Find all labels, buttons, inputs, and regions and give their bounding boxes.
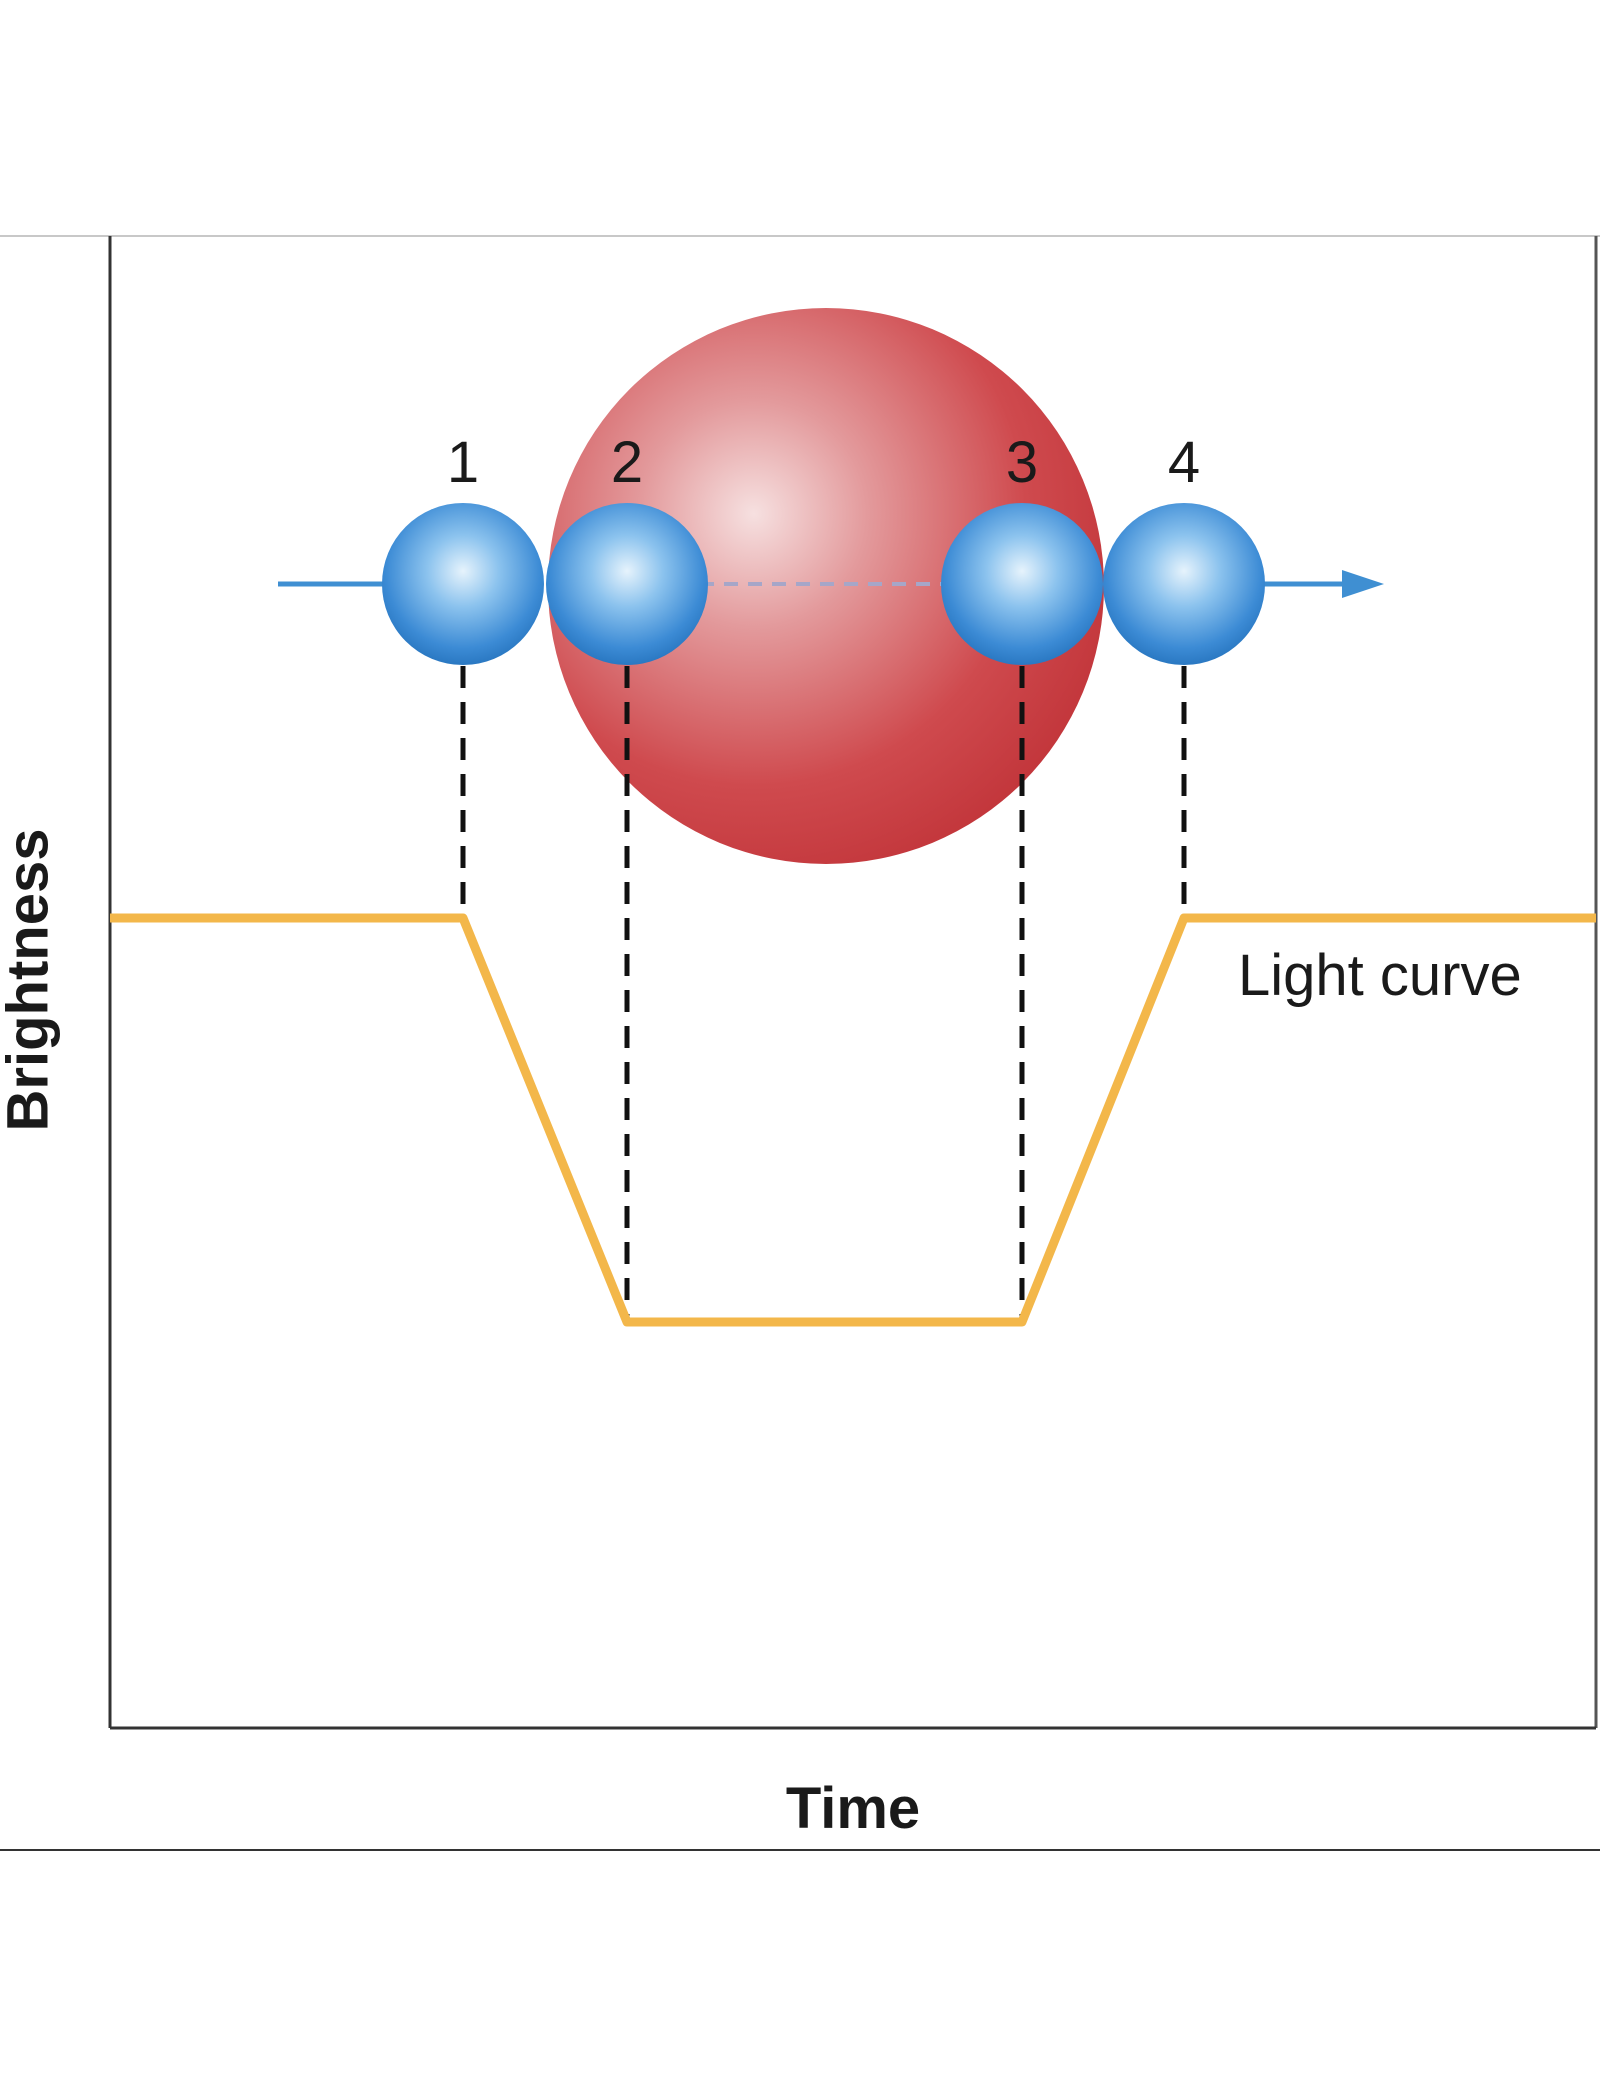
contact-label-3: 3 [1006,430,1038,495]
small-star-position-3 [941,503,1103,665]
orbit-arrowhead-icon [1342,570,1384,598]
contact-label-4: 4 [1168,430,1200,495]
small-star-position-2 [546,503,708,665]
light-curve [110,913,1596,1327]
contact-label-2: 2 [611,430,643,495]
light-curve-label: Light curve [1238,943,1522,1008]
small-star-position-1 [382,503,544,665]
y-axis-label: Brightness [0,829,60,1132]
contact-label-1: 1 [447,430,479,495]
small-star-position-4 [1103,503,1265,665]
x-axis-label: Time [786,1776,920,1841]
